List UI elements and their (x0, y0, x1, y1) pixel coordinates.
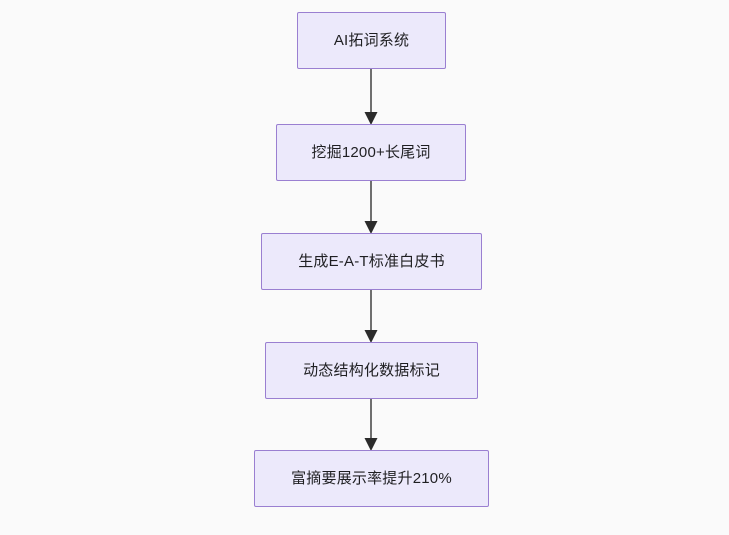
edge-n4-n5 (364, 398, 378, 451)
flow-node-label: 挖掘1200+长尾词 (311, 143, 431, 161)
flow-node-longtail-mining[interactable]: 挖掘1200+长尾词 (276, 124, 466, 181)
flow-node-eat-whitepaper[interactable]: 生成E-A-T标准白皮书 (261, 233, 482, 290)
flow-node-rich-snippet-result[interactable]: 富摘要展示率提升210% (254, 450, 489, 507)
flow-node-label: AI拓词系统 (333, 31, 410, 49)
flow-node-label: 动态结构化数据标记 (303, 361, 440, 379)
flow-node-label: 富摘要展示率提升210% (291, 469, 452, 487)
flow-node-label: 生成E-A-T标准白皮书 (298, 252, 445, 270)
edge-n3-n4 (364, 290, 378, 343)
flow-node-structured-data-markup[interactable]: 动态结构化数据标记 (265, 342, 478, 399)
edge-n2-n3 (364, 181, 378, 234)
edge-n1-n2 (364, 69, 378, 125)
flow-node-ai-keyword-system[interactable]: AI拓词系统 (297, 12, 446, 69)
